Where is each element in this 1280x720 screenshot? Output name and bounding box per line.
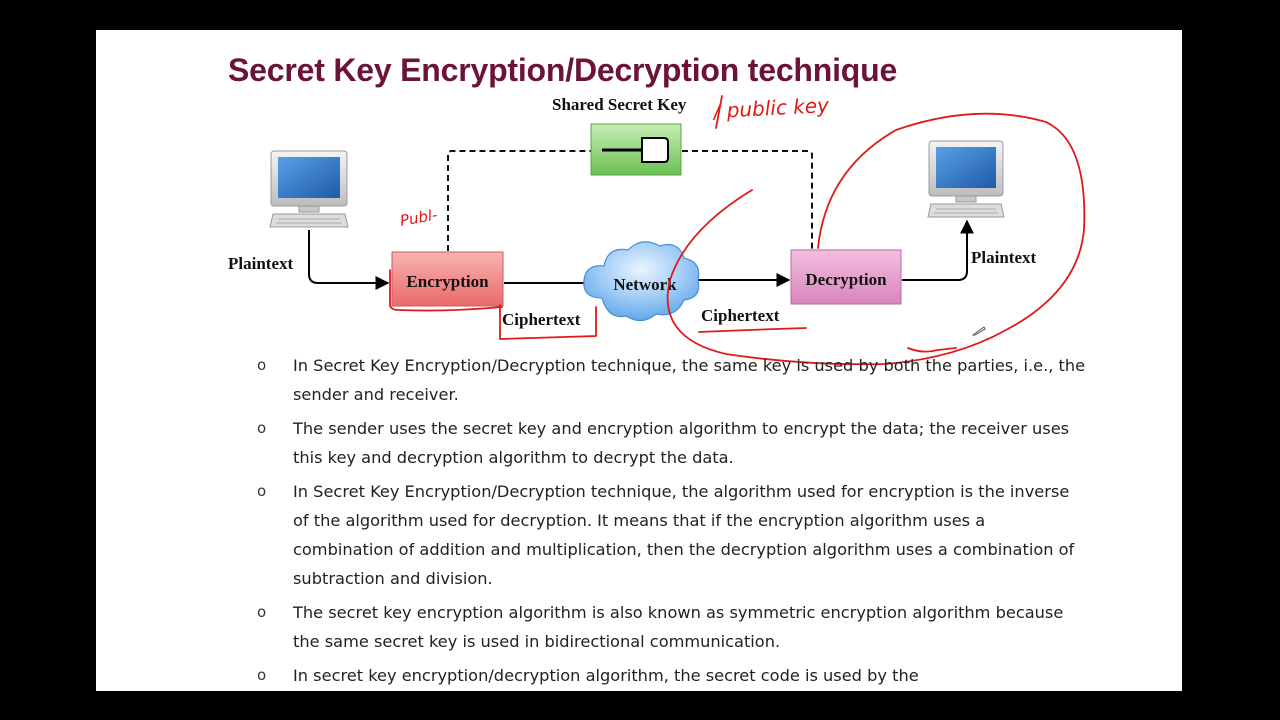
bullet-marker: o <box>257 482 267 500</box>
encryption-diagram: Shared Secret Key Encryption <box>228 93 1086 366</box>
network-cloud-icon <box>583 241 700 322</box>
bullet-text: The secret key encryption algorithm is a… <box>293 603 1064 651</box>
list-item: o In Secret Key Encryption/Decryption tec… <box>256 477 1086 593</box>
network-label: Network <box>613 275 677 294</box>
key-icon <box>602 137 669 163</box>
plaintext-left-label: Plaintext <box>228 254 293 273</box>
encryption-box <box>391 251 504 307</box>
list-item: o The sender uses the secret key and encr… <box>256 414 1086 472</box>
list-item: o In Secret Key Encryption/Decryption tec… <box>256 351 1086 409</box>
bullet-marker: o <box>257 356 267 374</box>
decryption-box <box>790 249 902 305</box>
shared-key-box <box>590 123 682 176</box>
key-dashed-path <box>447 150 813 251</box>
bullet-text: In secret key encryption/decryption algo… <box>293 666 919 685</box>
bullet-text: The sender uses the secret key and encry… <box>293 419 1070 467</box>
plaintext-to-encryption-arrow <box>308 230 390 290</box>
annotation-ciphertext-box-left <box>499 304 597 340</box>
annotation-encryption-underline <box>389 269 503 312</box>
bullet-text: In Secret Key Encryption/Decryption tech… <box>293 482 1075 588</box>
document-page: Secret Key Encryption/Decryption techniq… <box>96 30 1182 691</box>
annotation-tail <box>907 347 957 353</box>
annotation-ciphertext-underline-right <box>698 327 807 333</box>
bullet-marker: o <box>257 666 267 684</box>
bullet-list: o In Secret Key Encryption/Decryption tec… <box>256 351 1086 691</box>
pen-cursor-icon <box>972 326 986 336</box>
bullet-marker: o <box>257 419 267 437</box>
annotation-public-key: / public key <box>711 93 831 123</box>
shared-key-label: Shared Secret Key <box>552 95 687 114</box>
ciphertext-left-label: Ciphertext <box>502 310 581 329</box>
plaintext-right-label: Plaintext <box>971 248 1036 267</box>
bullet-marker: o <box>257 603 267 621</box>
decryption-to-plaintext-arrow <box>902 219 974 281</box>
list-item: o The secret key encryption algorithm is … <box>256 598 1086 656</box>
list-item: o In secret key encryption/decryption alg… <box>256 661 1086 690</box>
page-title: Secret Key Encryption/Decryption techniq… <box>228 52 898 88</box>
annotation-public: Publ- <box>399 206 439 230</box>
receiver-computer-icon <box>927 140 1005 218</box>
annotation-decryption-circle <box>666 112 1086 366</box>
annotation-slash <box>715 95 723 129</box>
decryption-label: Decryption <box>805 270 887 289</box>
encryption-label: Encryption <box>406 272 489 291</box>
sender-computer-icon <box>269 150 349 228</box>
bullet-text: In Secret Key Encryption/Decryption tech… <box>293 356 1086 404</box>
ciphertext-right-label: Ciphertext <box>701 306 780 325</box>
